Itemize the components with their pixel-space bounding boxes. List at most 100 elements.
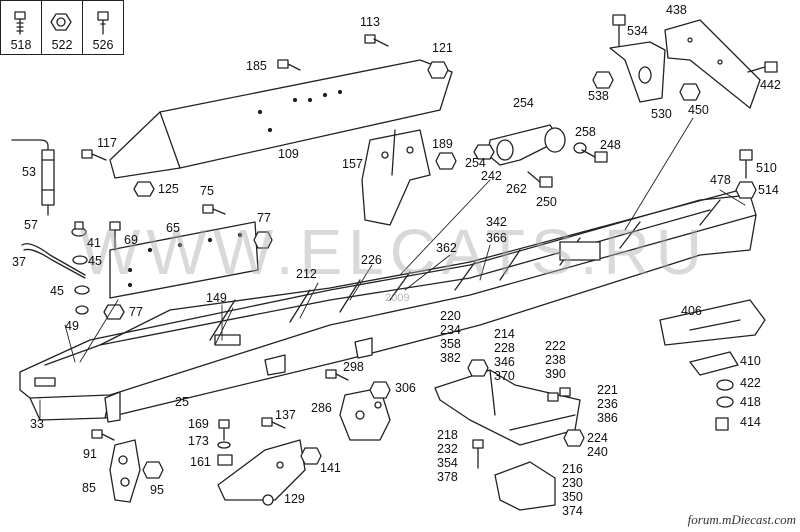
bolt-534	[612, 14, 626, 49]
callout: 65	[166, 221, 180, 235]
pad-410	[689, 351, 739, 376]
callout: 354	[437, 456, 458, 470]
callout: 390	[545, 367, 566, 381]
bracket-406	[659, 299, 766, 346]
callout: 358	[440, 337, 461, 351]
frame-bracket-mid	[354, 337, 373, 359]
callout: 254	[465, 156, 486, 170]
callout: 113	[360, 15, 380, 29]
bolt-185	[277, 59, 301, 71]
callout: 77	[257, 211, 271, 225]
washers-418-422	[716, 379, 734, 408]
gusset-65	[109, 221, 259, 299]
callout: 538	[588, 89, 609, 103]
bracket-530	[609, 41, 666, 103]
bolt-113	[364, 34, 389, 47]
callout: 534	[627, 24, 648, 38]
callout: 234	[440, 323, 461, 337]
watermark: WWW.ELCATS.RU	[80, 216, 708, 288]
callout: 49	[65, 319, 79, 333]
callout: 286	[311, 401, 332, 415]
callout: 91	[83, 447, 97, 461]
callout: 438	[666, 3, 687, 17]
callout: 33	[30, 417, 44, 431]
bolt-91	[91, 429, 115, 441]
bracket-85	[109, 439, 141, 503]
callout: 366	[486, 231, 507, 245]
callout: 238	[545, 353, 566, 367]
bolt-169	[218, 419, 230, 441]
callout: 450	[688, 103, 709, 117]
bolt-414	[715, 417, 729, 431]
callout: 25	[175, 395, 189, 409]
callout: 242	[481, 169, 502, 183]
callout: 75	[200, 184, 214, 198]
nut-141	[300, 447, 322, 465]
nut-214	[467, 359, 489, 377]
bolt-137	[261, 417, 286, 429]
forum-logo: forum.mDiecast.com	[687, 512, 796, 527]
callout: 228	[494, 341, 515, 355]
bolt-icon	[97, 11, 109, 35]
callout: 414	[740, 415, 761, 429]
nut-306	[369, 381, 391, 399]
callout: 45	[50, 284, 64, 298]
jack-handle-53	[11, 139, 55, 216]
clip-37	[21, 243, 86, 279]
callout: 346	[494, 355, 515, 369]
callout: 214	[494, 327, 515, 341]
callout: 236	[597, 397, 618, 411]
callout: 386	[597, 411, 618, 425]
legend-box-522: 522	[41, 0, 83, 55]
nut-95	[142, 461, 164, 479]
callout: 298	[343, 360, 364, 374]
callout: 117	[97, 136, 117, 150]
callout: 232	[437, 442, 458, 456]
legend-box-526: 526	[82, 0, 124, 55]
callout: 212	[296, 267, 317, 281]
bracket-129	[217, 439, 306, 506]
nut-254	[473, 144, 495, 160]
callout: 250	[536, 195, 557, 209]
callout: 378	[437, 470, 458, 484]
callout: 37	[12, 255, 26, 269]
callout: 258	[575, 125, 596, 139]
callout: 95	[150, 483, 164, 497]
callout: 149	[206, 291, 227, 305]
callout: 406	[681, 304, 702, 318]
callout: 161	[190, 455, 211, 469]
callout: 342	[486, 215, 507, 229]
bolt-75	[202, 204, 226, 215]
legend-label-522: 522	[51, 38, 73, 52]
bolt-icon	[14, 11, 26, 35]
nut-224	[563, 429, 585, 447]
legend-box-518: 518	[0, 0, 42, 55]
callout: 224	[587, 431, 608, 445]
crossmember-bracket	[434, 369, 581, 446]
watermark-year: 2009	[385, 292, 410, 304]
callout: 514	[758, 183, 779, 197]
callout: 226	[361, 253, 382, 267]
bolt-442	[747, 61, 778, 73]
leader-lines	[39, 117, 746, 419]
callout: 410	[740, 354, 761, 368]
callout: 173	[188, 434, 209, 448]
legend-label-526: 526	[92, 38, 114, 52]
shackle-242	[487, 124, 566, 166]
nut-icon	[50, 13, 72, 31]
callout: 121	[432, 41, 453, 55]
callout: 185	[246, 59, 267, 73]
callout: 85	[82, 481, 96, 495]
callout: 478	[710, 173, 731, 187]
callout: 57	[24, 218, 38, 232]
callout: 141	[320, 461, 341, 475]
callout: 169	[188, 417, 209, 431]
callout: 157	[342, 157, 363, 171]
callout: 129	[284, 492, 305, 506]
frame-bracket-25	[104, 391, 121, 423]
callout: 374	[562, 504, 583, 518]
callout: 362	[436, 241, 457, 255]
callout: 530	[651, 107, 672, 121]
